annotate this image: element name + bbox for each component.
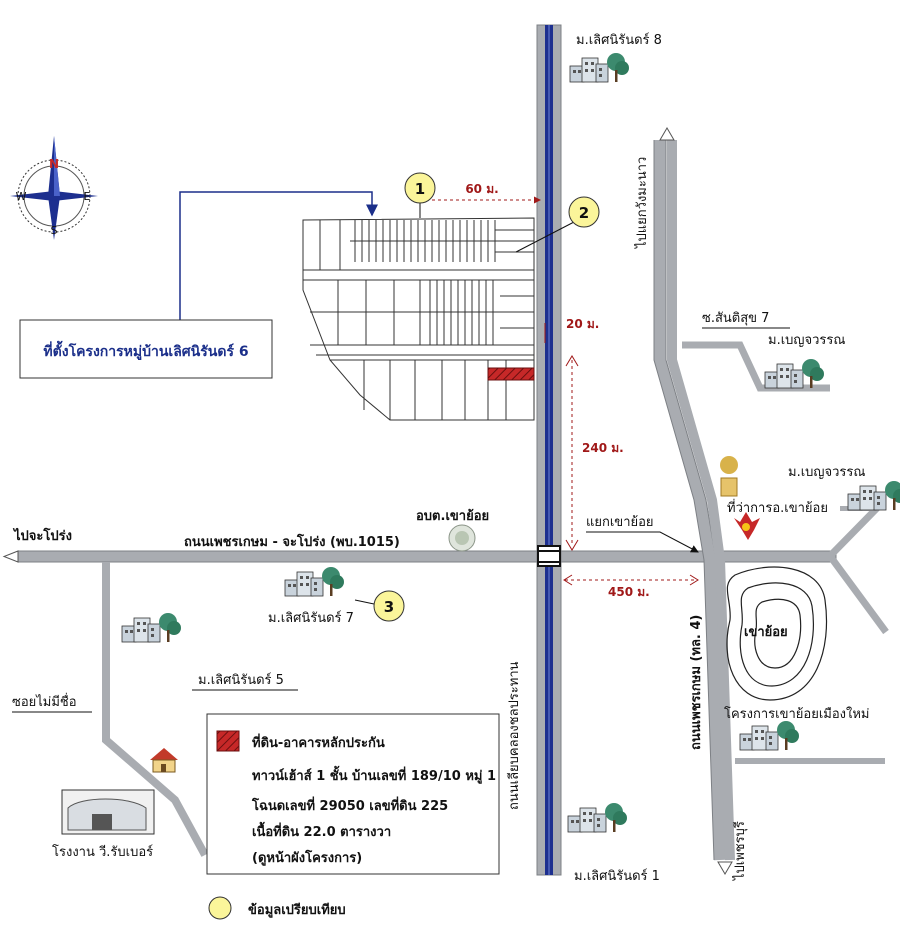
project-label: ที่ตั้งโครงการหมู่บ้านเลิศนิรันดร์ 6 bbox=[43, 340, 248, 360]
village-building-icon bbox=[739, 720, 800, 751]
village-building-icon bbox=[569, 52, 630, 83]
village-building-icon bbox=[567, 802, 628, 833]
label-lert8: ม.เลิศนิรันดร์ 8 bbox=[576, 32, 662, 48]
village-building-icon bbox=[284, 566, 345, 597]
collateral-swatch bbox=[216, 730, 240, 752]
label-main-road: ถนนเพชรเกษม - จะโปร่ง (พบ.1015) bbox=[184, 533, 400, 550]
label-to-wangmanao: ไปแยกวังมะนาว bbox=[634, 157, 650, 249]
factory-icon bbox=[61, 789, 155, 835]
label-to-phetchaburi: ไปเพชรบุรี bbox=[732, 821, 748, 881]
marker-3: 3 bbox=[384, 598, 394, 616]
khaoyoi-hill-contours bbox=[726, 566, 828, 701]
compass-rose-icon: N S E W bbox=[10, 136, 98, 240]
distance-60m: 60 ม. bbox=[465, 182, 498, 196]
label-factory: โรงงาน วี.รับเบอร์ bbox=[52, 844, 153, 860]
project-site-plan bbox=[302, 217, 535, 421]
district-office-emblem-icon bbox=[720, 456, 760, 540]
village-building-icon bbox=[121, 612, 182, 643]
house-icon bbox=[150, 748, 178, 773]
legend-collateral: ที่ดิน-อาคารหลักประกัน bbox=[252, 733, 385, 751]
label-lert5: ม.เลิศนิรันดร์ 5 bbox=[198, 672, 284, 688]
village-building-icon bbox=[764, 358, 825, 389]
label-new-project: โครงการเขาย้อยเมืองใหม่ bbox=[724, 706, 870, 722]
marker-2: 2 bbox=[579, 204, 589, 222]
legend-line2: โฉนดเลขที่ 29050 เลขที่ดิน 225 bbox=[251, 796, 448, 814]
legend-line1: ทาวน์เฮ้าส์ 1 ชั้น บ้านเลขที่ 189/10 หมู… bbox=[252, 765, 496, 784]
legend-line3: เนื้อที่ดิน 22.0 ตารางวา bbox=[252, 821, 391, 840]
comparable-markers: 1 2 3 bbox=[354, 172, 600, 622]
compass-north: N bbox=[49, 157, 59, 171]
label-district-office: ที่ว่าการอ.เขาย้อย bbox=[727, 499, 828, 516]
obt-office-icon bbox=[448, 524, 476, 552]
road-network bbox=[2, 24, 889, 876]
village-building-icon bbox=[847, 480, 900, 511]
legend-box bbox=[206, 713, 500, 875]
label-lert7: ม.เลิศนิรันดร์ 7 bbox=[268, 610, 354, 626]
legend-compare: ข้อมูลเปรียบเทียบ bbox=[248, 902, 346, 918]
compass-west: W bbox=[16, 190, 27, 203]
label-obt: อบต.เขาย้อย bbox=[416, 508, 489, 524]
label-khaoyoi-junction: แยกเขาย้อย bbox=[586, 515, 654, 530]
label-to-japrong: ไปจะโปร่ง bbox=[12, 527, 72, 544]
distance-240m: 240 ม. bbox=[582, 441, 624, 455]
label-benjawan-2: ม.เบญจวรรณ bbox=[788, 465, 865, 480]
distance-20m: 20 ม. bbox=[566, 317, 599, 331]
marker-1: 1 bbox=[415, 180, 425, 198]
compare-legend-marker bbox=[208, 896, 232, 920]
label-lert1: ม.เลิศนิรันดร์ 1 bbox=[574, 868, 660, 884]
distance-annotations: 60 ม. 20 ม. 240 ม. 450 ม. bbox=[432, 182, 699, 599]
label-soi-unnamed: ซอยไม่มีชื่อ bbox=[12, 693, 77, 710]
compass-east: E bbox=[84, 190, 91, 203]
label-khaoyoi-hill: เขาย้อย bbox=[744, 624, 788, 640]
label-benjawan-1: ม.เบญจวรรณ bbox=[768, 333, 845, 348]
label-soi-santisuk: ซ.สันติสุข 7 bbox=[702, 311, 769, 326]
label-highway-4: ถนนเพชรเกษม (ทล. 4) bbox=[689, 615, 704, 750]
compass-south: S bbox=[51, 224, 58, 237]
distance-450m: 450 ม. bbox=[608, 585, 650, 599]
legend-line4: (ดูหน้าผังโครงการ) bbox=[252, 849, 362, 866]
label-canal-road: ถนนเลียบคลองชลประทาน bbox=[506, 661, 522, 810]
